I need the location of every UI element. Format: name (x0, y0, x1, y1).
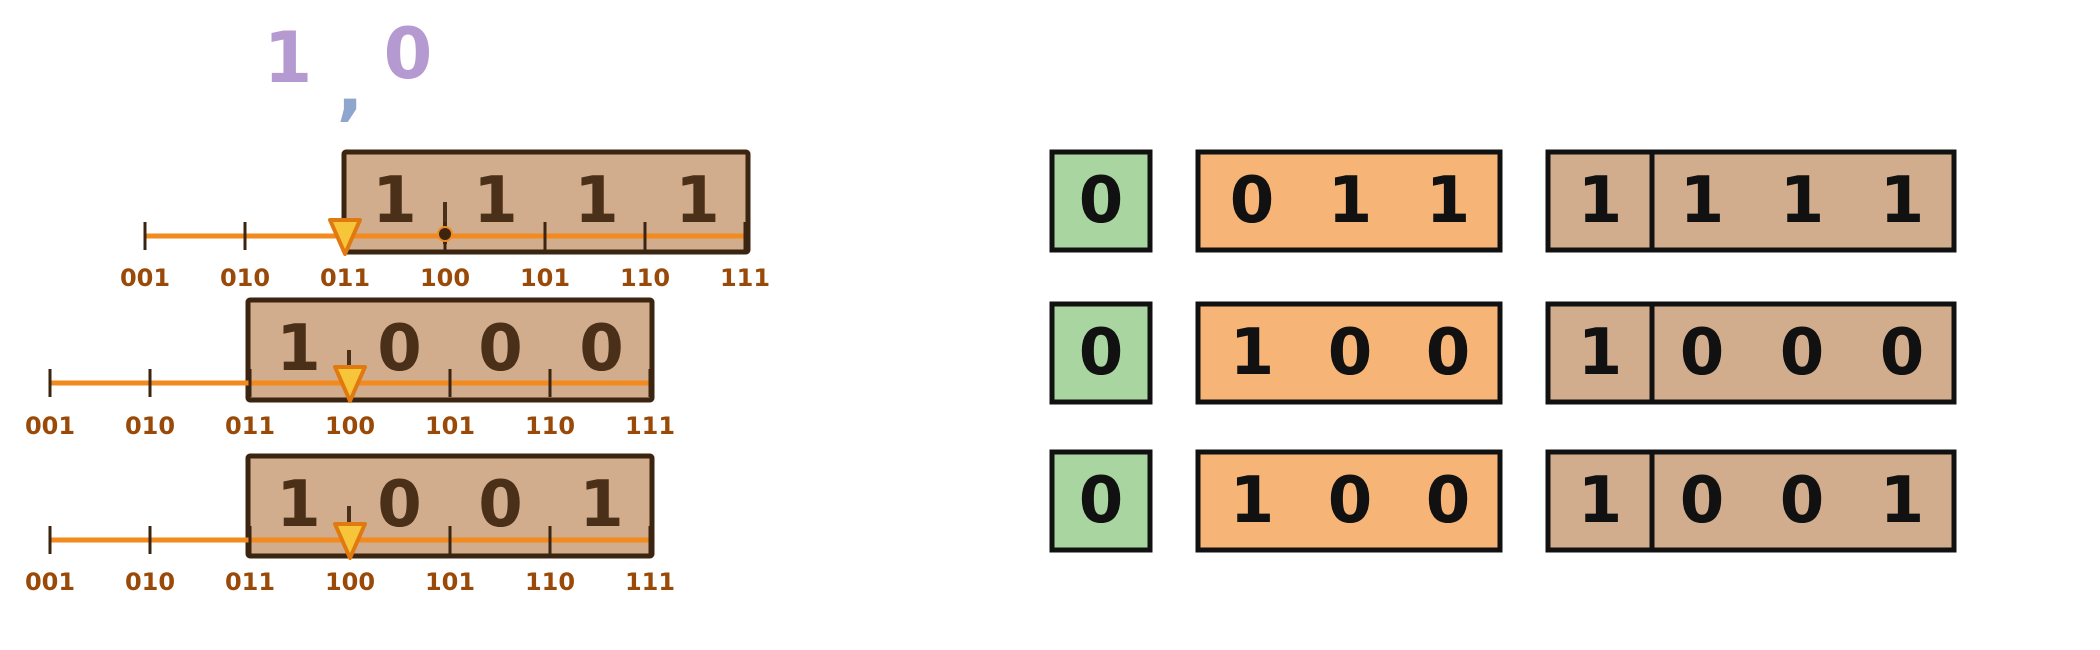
tick-label: 010 (220, 264, 270, 292)
mantissa-bit: 0 (1680, 464, 1725, 538)
sign-bit: 0 (1079, 316, 1124, 390)
position-marker (328, 218, 362, 256)
sign-box (1049, 301, 1153, 405)
exponent-box (1195, 149, 1503, 253)
sign-bit: 0 (1079, 164, 1124, 238)
mantissa-bit: 0 (1780, 316, 1825, 390)
exponent-bit: 1 (1230, 316, 1275, 390)
mantissa-box (1545, 449, 1957, 553)
value-digit: 1 (473, 164, 518, 238)
tick-label: 110 (525, 568, 575, 596)
exponent-bit: 1 (1328, 164, 1373, 238)
header-left-digit: 1 (264, 17, 313, 99)
exponent-bit: 1 (1230, 464, 1275, 538)
tick-label: 100 (420, 264, 470, 292)
tick-label: 110 (620, 264, 670, 292)
tick-label: 011 (320, 264, 370, 292)
exponent-bit: 0 (1230, 164, 1275, 238)
value-digit: 1 (276, 468, 321, 542)
mantissa-box (1545, 149, 1957, 253)
mantissa-bit: 1 (1880, 464, 1925, 538)
tick-label: 010 (125, 412, 175, 440)
sign-bit: 0 (1079, 464, 1124, 538)
header-comma: , (337, 47, 364, 129)
tick-label: 100 (325, 568, 375, 596)
mantissa-leading-bit: 1 (1578, 316, 1623, 390)
position-marker (333, 522, 367, 560)
mantissa-bit: 1 (1880, 164, 1925, 238)
tick-label: 010 (125, 568, 175, 596)
tick-label: 101 (425, 568, 475, 596)
value-digit: 0 (478, 312, 523, 386)
tick-label: 011 (225, 412, 275, 440)
value-digit: 1 (579, 468, 624, 542)
value-digit: 0 (377, 312, 422, 386)
tick-label: 101 (520, 264, 570, 292)
mantissa-bit: 1 (1780, 164, 1825, 238)
mantissa-bit: 0 (1780, 464, 1825, 538)
value-digit: 0 (478, 468, 523, 542)
tick-label: 100 (325, 412, 375, 440)
position-marker (333, 365, 367, 403)
value-digit: 0 (579, 312, 624, 386)
exponent-bit: 0 (1328, 316, 1373, 390)
sign-box (1049, 449, 1153, 553)
mantissa-bit: 0 (1680, 316, 1725, 390)
exponent-bit: 0 (1426, 316, 1471, 390)
tick-label: 111 (625, 412, 675, 440)
header: 1 , 0 (264, 13, 433, 129)
tick-label: 111 (625, 568, 675, 596)
mantissa-bit: 1 (1680, 164, 1725, 238)
mantissa-leading-bit: 1 (1578, 164, 1623, 238)
tick-label: 001 (25, 568, 75, 596)
exponent-bit: 1 (1426, 164, 1471, 238)
value-digit: 0 (377, 468, 422, 542)
exponent-bit: 0 (1426, 464, 1471, 538)
tick-label: 110 (525, 412, 575, 440)
mantissa-bit: 0 (1880, 316, 1925, 390)
mantissa-box (1545, 301, 1957, 405)
value-digit: 1 (675, 164, 720, 238)
tick-label: 001 (25, 412, 75, 440)
value-digit: 1 (574, 164, 619, 238)
tick-label: 011 (225, 568, 275, 596)
value-digit: 1 (372, 164, 417, 238)
exponent-box (1195, 301, 1503, 405)
position-dot (437, 226, 453, 242)
tick-label: 111 (720, 264, 770, 292)
exponent-box (1195, 449, 1503, 553)
value-digit: 1 (276, 312, 321, 386)
mantissa-leading-bit: 1 (1578, 464, 1623, 538)
tick-label: 101 (425, 412, 475, 440)
header-right-digit: 0 (384, 13, 433, 95)
sign-box (1049, 149, 1153, 253)
exponent-bit: 0 (1328, 464, 1373, 538)
tick-label: 001 (120, 264, 170, 292)
